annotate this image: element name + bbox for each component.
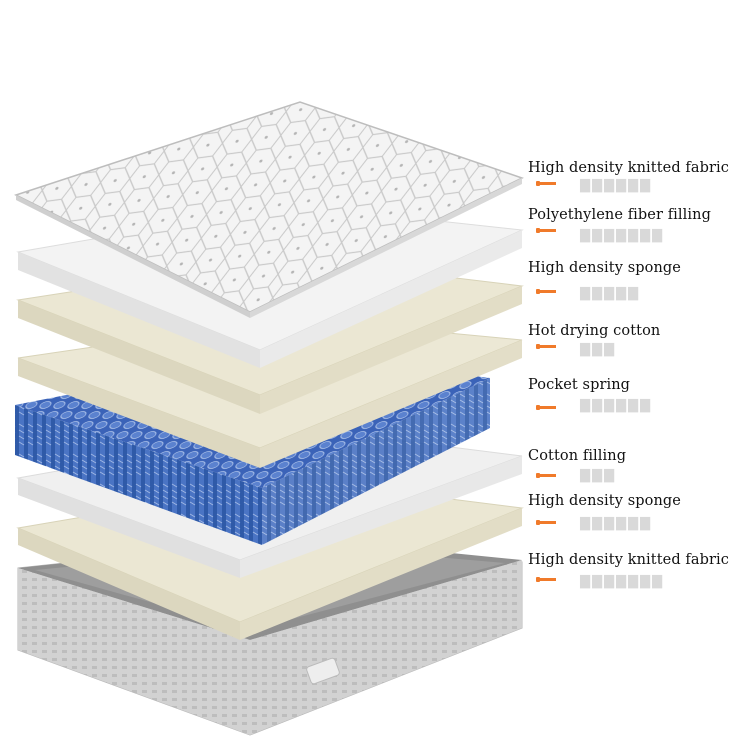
layer-top-knitted-fabric	[14, 101, 524, 318]
label-sponge-upper: High density sponge	[528, 260, 681, 276]
label-sponge-lower: High density sponge	[528, 493, 681, 509]
arrow-marker	[536, 405, 556, 410]
label-hot-drying-cotton: Hot drying cotton	[528, 323, 661, 339]
ghost-watermark: ▇▇▇▇▇▇▇	[580, 574, 664, 589]
label-knitted-fabric-top: High density knitted fabric	[528, 160, 729, 176]
ghost-watermark: ▇▇▇	[580, 468, 616, 483]
ghost-watermark: ▇▇▇▇▇▇	[580, 516, 652, 531]
ghost-watermark: ▇▇▇▇▇▇	[580, 398, 652, 413]
arrow-marker	[536, 289, 556, 294]
ghost-watermark: ▇▇▇▇▇▇▇	[580, 228, 664, 243]
label-polyethylene-fiber: Polyethylene fiber filling	[528, 207, 711, 223]
arrow-marker	[536, 577, 556, 582]
ghost-watermark: ▇▇▇	[580, 342, 616, 357]
ghost-watermark: ▇▇▇▇▇	[580, 286, 640, 301]
arrow-marker	[536, 520, 556, 525]
label-pocket-spring: Pocket spring	[528, 377, 631, 393]
arrow-marker	[536, 473, 556, 478]
label-knitted-fabric-bottom: High density knitted fabric	[528, 552, 729, 568]
ghost-watermark: ▇▇▇▇▇▇	[580, 178, 652, 193]
label-cotton-filling: Cotton filling	[528, 448, 627, 464]
arrow-marker	[536, 181, 556, 186]
arrow-marker	[536, 344, 556, 349]
arrow-marker	[536, 228, 556, 233]
